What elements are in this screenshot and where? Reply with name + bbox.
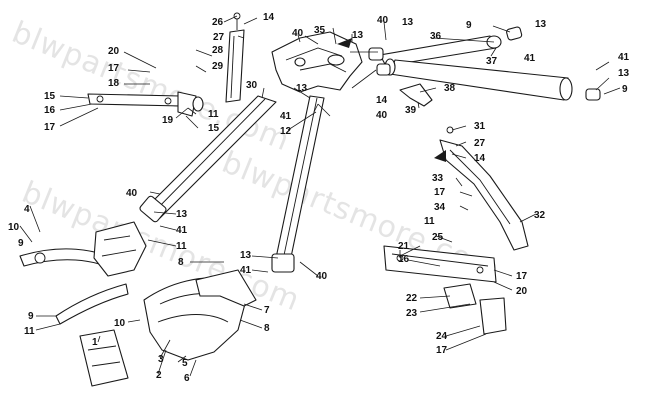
callout-38: 38 (444, 83, 456, 94)
callout-41: 41 (618, 52, 630, 63)
callout-35: 35 (314, 25, 326, 36)
callout-1: 1 (92, 337, 98, 348)
callout-20: 20 (516, 286, 528, 297)
callout-28: 28 (212, 45, 224, 56)
callout-11: 11 (424, 216, 435, 227)
callout-13: 13 (240, 250, 252, 261)
callout-40: 40 (316, 271, 328, 282)
callout-23: 23 (406, 308, 418, 319)
callout-27: 27 (213, 32, 225, 43)
callout-8: 8 (178, 257, 184, 268)
callout-9: 9 (28, 311, 34, 322)
arrow-marker-upper (337, 38, 352, 48)
callout-3: 3 (158, 354, 164, 365)
callout-13: 13 (176, 209, 188, 220)
callout-31: 31 (474, 121, 486, 132)
callout-4: 4 (24, 204, 30, 215)
callout-5: 5 (182, 358, 188, 369)
callout-14: 14 (263, 12, 275, 23)
left-bracket (87, 91, 204, 117)
callout-11: 11 (176, 241, 187, 252)
callout-41: 41 (240, 265, 252, 276)
callout-36: 36 (430, 31, 442, 42)
callout-32: 32 (534, 210, 546, 221)
callout-27: 27 (474, 138, 486, 149)
callout-40: 40 (292, 28, 304, 39)
callout-26: 26 (212, 17, 224, 28)
arrow-marker-right (434, 150, 446, 162)
leader-lines (19, 15, 621, 377)
upper-bracket (271, 31, 363, 93)
callout-40: 40 (377, 15, 389, 26)
callout-41: 41 (176, 225, 188, 236)
callout-17: 17 (436, 345, 448, 356)
callout-34: 34 (434, 202, 446, 213)
callout-24: 24 (436, 331, 448, 342)
callout-9: 9 (622, 84, 628, 95)
callout-10: 10 (114, 318, 126, 329)
callout-25: 25 (432, 232, 444, 243)
callout-15: 15 (208, 123, 220, 134)
callout-12: 12 (280, 126, 292, 137)
callout-22: 22 (406, 293, 418, 304)
steering-column (139, 95, 325, 273)
callout-17: 17 (434, 187, 446, 198)
callout-7: 7 (264, 305, 270, 316)
callout-40: 40 (126, 188, 138, 199)
callout-13: 13 (296, 83, 308, 94)
callout-13: 13 (535, 19, 547, 30)
callout-labels: 26 14 40 13 9 13 27 40 35 13 36 20 28 29… (8, 12, 630, 384)
callout-17: 17 (108, 63, 120, 74)
callout-13: 13 (402, 17, 414, 28)
callout-2: 2 (156, 370, 162, 381)
upper-cross-tube (368, 26, 601, 107)
callout-39: 39 (405, 105, 417, 116)
callout-21: 21 (398, 241, 410, 252)
callout-41: 41 (280, 111, 292, 122)
callout-6: 6 (184, 373, 190, 384)
callout-14: 14 (474, 153, 486, 164)
callout-16: 16 (44, 105, 56, 116)
callout-11: 11 (24, 326, 35, 337)
callout-11: 11 (208, 109, 219, 120)
callout-33: 33 (432, 173, 444, 184)
callout-10: 10 (8, 222, 20, 233)
callout-13: 13 (618, 68, 630, 79)
callout-41: 41 (524, 53, 536, 64)
left-vertical-arm (225, 12, 245, 103)
callout-40: 40 (376, 110, 388, 121)
callout-15: 15 (44, 91, 56, 102)
callout-16: 16 (398, 254, 410, 265)
callout-30: 30 (246, 80, 258, 91)
callout-9: 9 (18, 238, 24, 249)
callout-29: 29 (212, 61, 224, 72)
callout-8: 8 (264, 323, 270, 334)
callout-13: 13 (352, 30, 364, 41)
callout-9: 9 (466, 20, 472, 31)
callout-18: 18 (108, 78, 120, 89)
callout-20: 20 (108, 46, 120, 57)
callout-19: 19 (162, 115, 174, 126)
lower-housing (79, 269, 257, 387)
callout-14: 14 (376, 95, 388, 106)
right-bracket-arm (434, 126, 529, 251)
callout-37: 37 (486, 56, 498, 67)
callout-17: 17 (44, 122, 56, 133)
tie-rod-and-gear (19, 221, 147, 325)
lower-right-bracket (383, 245, 507, 335)
callout-17: 17 (516, 271, 528, 282)
